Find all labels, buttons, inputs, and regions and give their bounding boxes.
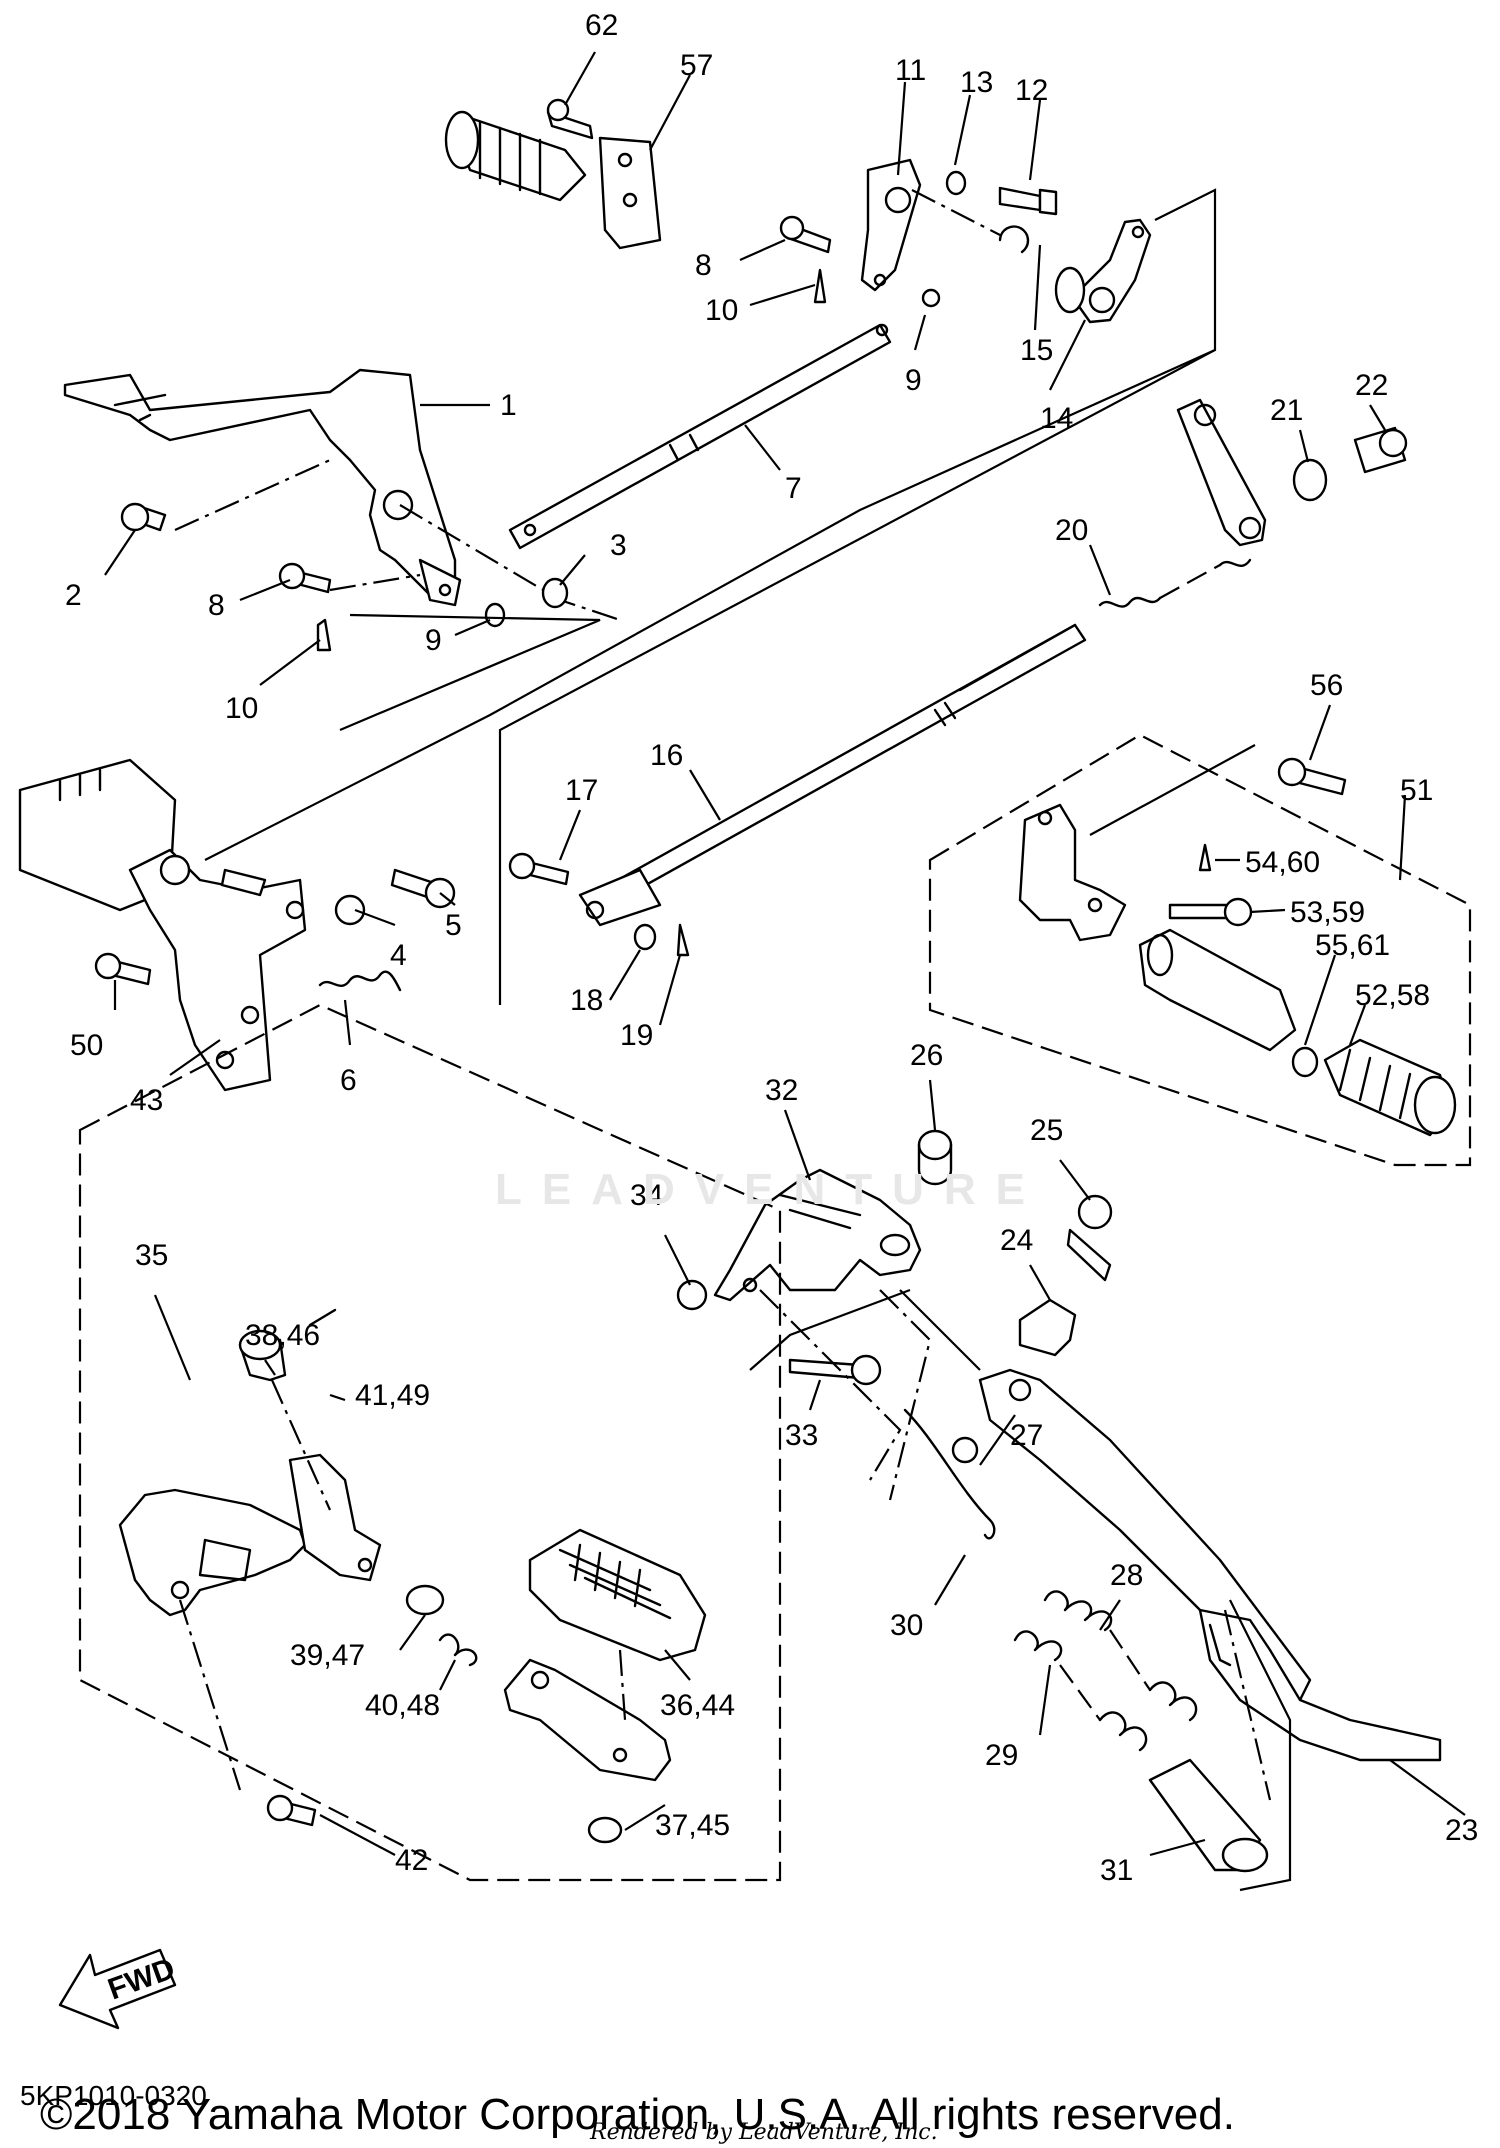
callout-57: 57	[680, 49, 713, 82]
footrest-51-drawing	[1018, 744, 1457, 1137]
leader-lines	[104, 51, 1466, 1857]
callout-14: 14	[1040, 402, 1073, 435]
callout-5: 5	[445, 909, 462, 942]
callout-10-lower: 10	[225, 692, 258, 725]
callout-34: 34	[630, 1179, 663, 1212]
brake-pedal-1-drawing	[63, 368, 462, 607]
callout-62: 62	[585, 9, 618, 42]
callout-19: 19	[620, 1019, 653, 1052]
callout-29: 29	[985, 1739, 1018, 1772]
callout-53-59: 53,59	[1290, 896, 1365, 929]
callout-2: 2	[65, 579, 82, 612]
callout-33: 33	[785, 1419, 818, 1452]
callout-38-46: 38,46	[245, 1319, 320, 1352]
callout-8: 8	[695, 249, 712, 282]
callout-37-45: 37,45	[655, 1809, 730, 1842]
callout-32: 32	[765, 1074, 798, 1107]
callout-54-60: 54,60	[1245, 846, 1320, 879]
sidestand-assembly-drawing	[676, 1129, 1442, 1892]
callout-52-58: 52,58	[1355, 979, 1430, 1012]
callout-41-49: 41,49	[355, 1379, 430, 1412]
callout-6: 6	[340, 1064, 357, 1097]
callout-26: 26	[910, 1039, 943, 1072]
fwd-arrow-icon: FWD	[58, 1948, 179, 2030]
watermark: LEADVENTURE	[495, 1165, 1046, 1214]
callout-51: 51	[1400, 774, 1433, 807]
callout-35: 35	[135, 1239, 168, 1272]
callout-39-47: 39,47	[290, 1639, 365, 1672]
callout-13: 13	[960, 66, 993, 99]
callout-15: 15	[1020, 334, 1053, 367]
callout-9: 9	[905, 364, 922, 397]
callout-7: 7	[785, 472, 802, 505]
footrest-bracket-43-drawing	[18, 758, 456, 1092]
callout-30: 30	[890, 1609, 923, 1642]
callout-50: 50	[70, 1029, 103, 1062]
callout-17: 17	[565, 774, 598, 807]
callout-12: 12	[1015, 74, 1048, 107]
callout-8-lower: 8	[208, 589, 225, 622]
callout-18: 18	[570, 984, 603, 1017]
shift-arm-assembly-drawing	[860, 158, 1152, 324]
shift-link-drawing	[1176, 398, 1408, 547]
callout-28: 28	[1110, 1559, 1143, 1592]
callout-4: 4	[390, 939, 407, 972]
callout-21: 21	[1270, 394, 1303, 427]
callout-16: 16	[650, 739, 683, 772]
callout-42: 42	[395, 1844, 428, 1877]
callout-24: 24	[1000, 1224, 1033, 1257]
assembly-35-boundary	[78, 1003, 782, 1882]
callout-11: 11	[895, 54, 926, 87]
footrest-35-drawing	[118, 1308, 707, 1844]
shift-rod-16-drawing	[508, 558, 1252, 957]
callout-27: 27	[1010, 1419, 1043, 1452]
callout-3: 3	[610, 529, 627, 562]
callout-25: 25	[1030, 1114, 1063, 1147]
footrest-peg-57-drawing	[444, 98, 662, 250]
callout-9-lower: 9	[425, 624, 442, 657]
callout-43: 43	[130, 1084, 163, 1117]
copyright-notice: ©2018 Yamaha Motor Corporation, U.S.A. A…	[40, 2090, 1235, 2139]
callout-1: 1	[500, 389, 517, 422]
callout-20: 20	[1055, 514, 1088, 547]
rendered-by-notice: Rendered by LeadVenture, Inc.	[590, 2120, 938, 2145]
callout-23: 23	[1445, 1814, 1478, 1847]
shift-rod-7-drawing	[508, 288, 941, 550]
callout-56: 56	[1310, 669, 1343, 702]
callout-40-48: 40,48	[365, 1689, 440, 1722]
assembly-51-boundary	[928, 733, 1472, 1167]
callout-labels: 62 57 11 13 12 8 10 15 9 14 1 7 2 3 8 10…	[65, 9, 1478, 1887]
diagram-code: 5KP1010-0320	[20, 2080, 207, 2111]
callout-22: 22	[1355, 369, 1388, 402]
callout-31: 31	[1100, 1854, 1133, 1887]
callout-36-44: 36,44	[660, 1689, 735, 1722]
callout-10: 10	[705, 294, 738, 327]
callout-55-61: 55,61	[1315, 929, 1390, 962]
